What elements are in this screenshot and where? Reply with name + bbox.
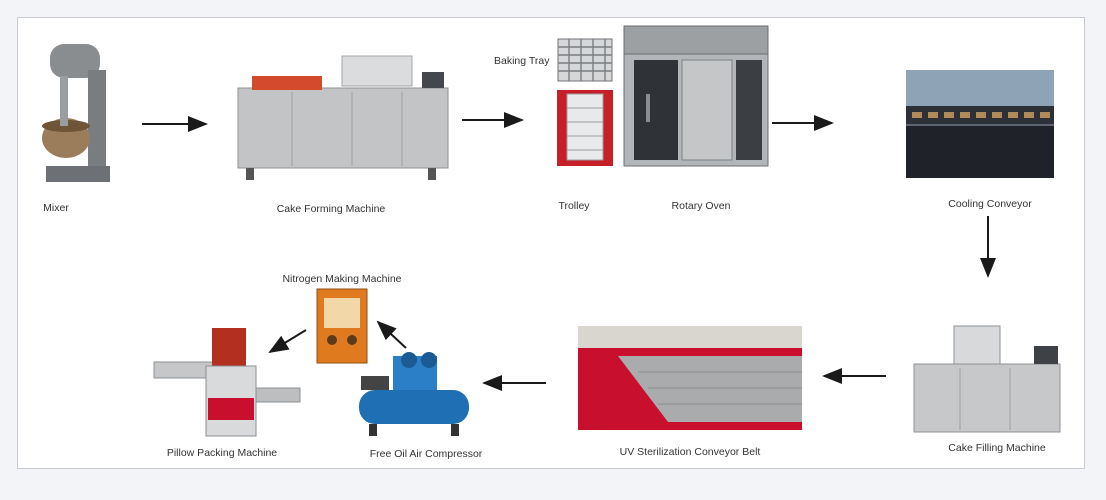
baking-tray-image xyxy=(557,38,613,82)
pillow-packing-machine-label: Pillow Packing Machine xyxy=(166,447,278,459)
baking-tray-label: Baking Tray xyxy=(494,55,550,67)
rotary-oven-image xyxy=(623,25,769,167)
pillow-packing-machine-image xyxy=(153,328,301,437)
free-oil-air-compressor-image xyxy=(359,352,469,436)
cake-filling-machine-image xyxy=(913,325,1061,433)
rotary-oven-label: Rotary Oven xyxy=(671,200,731,212)
arrow-air-compressor-to-nitrogen xyxy=(376,320,407,349)
trolley-image xyxy=(557,90,613,166)
nitrogen-making-machine-image xyxy=(316,288,368,364)
uv-sterilization-conveyor-belt-image xyxy=(578,326,802,430)
cake-filling-machine-label: Cake Filling Machine xyxy=(948,442,1046,454)
cake-forming-machine-label: Cake Forming Machine xyxy=(276,203,386,215)
mixer-label: Mixer xyxy=(43,202,69,214)
cooling-conveyor-label: Cooling Conveyor xyxy=(948,198,1032,210)
cooling-conveyor-image xyxy=(906,70,1054,178)
mixer-image xyxy=(42,44,110,182)
cake-forming-machine-image xyxy=(237,55,449,180)
free-oil-air-compressor-label: Free Oil Air Compressor xyxy=(369,448,483,460)
nitrogen-making-machine-label: Nitrogen Making Machine xyxy=(282,273,402,285)
uv-sterilization-conveyor-belt-label: UV Sterilization Conveyor Belt xyxy=(619,446,761,458)
trolley-label: Trolley xyxy=(558,200,590,212)
arrow-nitrogen-to-pillow-packing xyxy=(268,329,307,354)
